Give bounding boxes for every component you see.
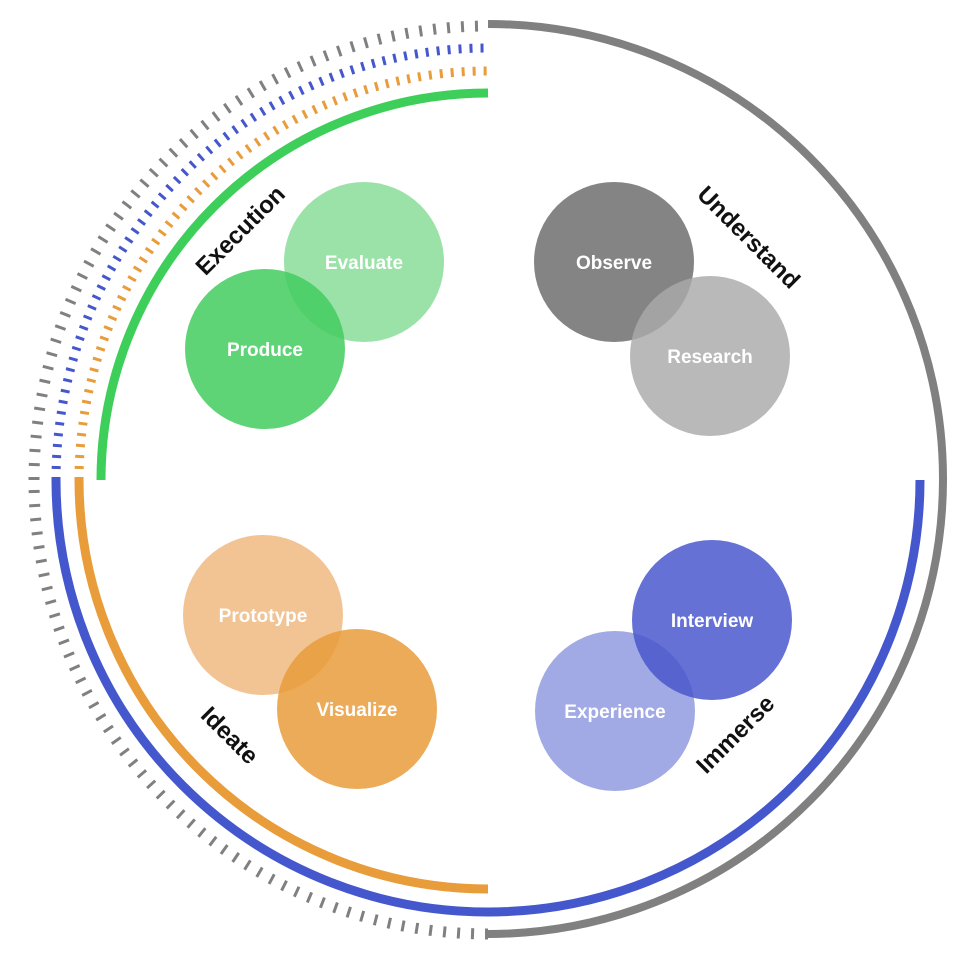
observe-label: Observe: [576, 253, 652, 274]
research-label: Research: [667, 347, 753, 368]
execution-ring-arc: [96, 88, 489, 481]
evaluate-label: Evaluate: [325, 253, 403, 274]
ideate-ring-arc: [74, 479, 489, 894]
experience-label: Experience: [564, 702, 665, 723]
produce-circle: [185, 269, 345, 429]
immerse-tick-arc: [51, 43, 489, 481]
immerse-group: Experience Interview Immerse: [535, 540, 792, 791]
visualize-label: Visualize: [317, 700, 398, 721]
prototype-label: Prototype: [219, 606, 308, 627]
execution-phase-label: Execution: [191, 181, 291, 281]
immerse-ring-arc: [51, 479, 925, 917]
understand-group: Observe Research Understand: [534, 181, 805, 436]
immerse-phase-label: Immerse: [691, 690, 780, 779]
ideate-tick-arc: [74, 66, 489, 481]
ideate-phase-label: Ideate: [195, 702, 263, 770]
research-circle: [630, 276, 790, 436]
understand-ring-arc: [487, 20, 947, 938]
execution-group: Evaluate Produce Execution: [185, 181, 444, 429]
visualize-circle: [277, 629, 437, 789]
interview-circle: [632, 540, 792, 700]
ideate-group: Prototype Visualize Ideate: [183, 535, 437, 789]
interview-label: Interview: [671, 611, 754, 632]
produce-label: Produce: [227, 340, 303, 361]
